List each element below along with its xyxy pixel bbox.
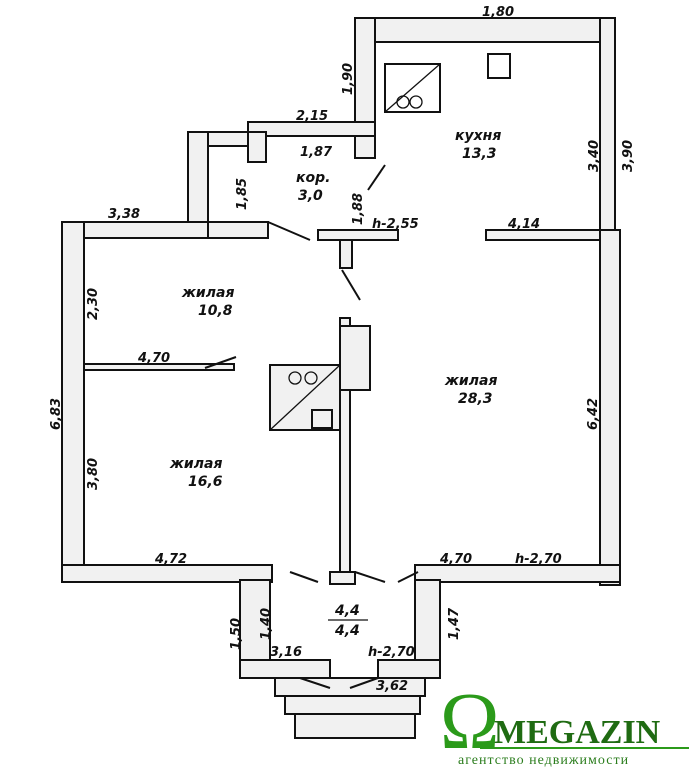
svg-text:6,42: 6,42 — [586, 398, 601, 430]
vestibule-area-bottom: 4,4 — [334, 623, 360, 639]
svg-text:3,80: 3,80 — [86, 458, 101, 490]
svg-text:h-2,70: h-2,70 — [368, 645, 415, 660]
kitchen-area: 13,3 — [462, 146, 497, 162]
svg-text:1,90: 1,90 — [341, 63, 356, 95]
svg-text:3,90: 3,90 — [621, 140, 636, 172]
vestibule-area-top: 4,4 — [334, 603, 360, 619]
svg-text:2,15: 2,15 — [296, 109, 328, 124]
doors — [204, 164, 419, 689]
heating-stove — [269, 364, 341, 431]
svg-text:1,87: 1,87 — [300, 145, 333, 160]
living1-area: 10,8 — [198, 303, 233, 319]
svg-text:6,83: 6,83 — [49, 398, 64, 430]
svg-text:1,40: 1,40 — [259, 608, 274, 640]
svg-text:h-2,70: h-2,70 — [515, 552, 562, 567]
svg-text:3,38: 3,38 — [108, 207, 140, 222]
corridor-name: кор. — [296, 170, 330, 186]
svg-text:4,72: 4,72 — [154, 552, 187, 567]
svg-text:4,70: 4,70 — [137, 351, 170, 366]
living3-name: жилая — [169, 456, 222, 472]
living1-name: жилая — [181, 285, 234, 301]
living2-area: 28,3 — [458, 391, 493, 407]
svg-text:h-2,55: h-2,55 — [372, 217, 419, 232]
logo-brand: MEGAZIN — [494, 714, 661, 751]
dimension-labels: 1,80 1,90 2,15 1,87 3,40 3,90 1,85 1,88 … — [49, 5, 636, 694]
living3-area: 16,6 — [188, 474, 223, 490]
svg-text:1,50: 1,50 — [229, 618, 244, 650]
svg-text:4,70: 4,70 — [439, 552, 472, 567]
svg-text:1,88: 1,88 — [351, 193, 366, 225]
svg-text:3,62: 3,62 — [376, 679, 408, 694]
svg-text:3,40: 3,40 — [587, 140, 602, 172]
kitchen-name: кухня — [455, 128, 501, 144]
living2-name: жилая — [444, 373, 497, 389]
svg-text:3,16: 3,16 — [270, 645, 302, 660]
corridor-area: 3,0 — [298, 188, 323, 204]
svg-text:1,80: 1,80 — [482, 5, 514, 20]
svg-text:4,14: 4,14 — [507, 217, 540, 232]
omega-glyph: Ω — [440, 678, 499, 766]
svg-text:2,30: 2,30 — [86, 288, 101, 320]
svg-text:1,47: 1,47 — [447, 607, 462, 640]
svg-text:1,85: 1,85 — [235, 178, 250, 210]
walls — [61, 17, 621, 679]
kitchen-stove — [384, 53, 511, 113]
logo-tagline: агентство недвижимости — [458, 753, 629, 768]
omegazin-logo: Ω MEGAZIN агентство недвижимости — [440, 678, 689, 768]
